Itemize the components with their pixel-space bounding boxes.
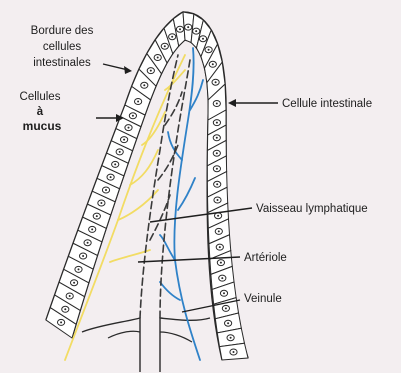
cell-nucleolus (233, 351, 235, 353)
leader-lines (96, 64, 278, 312)
cell-nucleolus (217, 215, 219, 217)
cell-nucleolus (105, 189, 107, 191)
cell-nucleolus (110, 176, 112, 178)
cell-nucleolus (87, 242, 89, 244)
cell-nucleolus (216, 103, 218, 105)
cell-nucleolus (96, 215, 98, 217)
cell-nucleolus (119, 151, 121, 153)
label-mucus-line3: mucus (23, 119, 62, 133)
core-base-flare (108, 331, 192, 342)
cell-nucleolus (218, 230, 220, 232)
arrowhead-cellule-intestinale (228, 99, 236, 107)
arrowhead-bordure (124, 66, 132, 74)
cell-nucleolus (225, 307, 227, 309)
cell-nucleolus (150, 70, 152, 72)
cell-nucleolus (227, 322, 229, 324)
label-arteriole: Artériole (244, 252, 287, 264)
label-bordure-line1: Bordure des (31, 25, 94, 37)
cell-nucleolus (221, 277, 223, 279)
cell-nucleolus (187, 26, 189, 28)
cell-nucleolus (91, 228, 93, 230)
cell-nucleolus (60, 321, 62, 323)
cell-nucleolus (73, 282, 75, 284)
label-vaisseau-lymphatique: Vaisseau lymphatique (256, 203, 368, 215)
leader-vaisseau-lymphatique (150, 208, 252, 222)
cell-nucleolus (216, 168, 218, 170)
cell-nucleolus (223, 292, 225, 294)
cell-nucleolus (230, 337, 232, 339)
cell-nucleolus (215, 81, 217, 83)
cell-nucleolus (219, 246, 221, 248)
label-bordure-line2: cellules (43, 41, 82, 53)
label-veinule: Veinule (244, 293, 282, 305)
cell-nucleolus (216, 183, 218, 185)
core-base (82, 318, 210, 372)
label-mucus-line2: à (37, 106, 44, 118)
label-bordure-line3: intestinales (33, 57, 91, 69)
cell-nucleolus (208, 49, 210, 51)
cell-nucleolus (143, 84, 145, 86)
cell-nucleolus (100, 202, 102, 204)
cell-nucleolus (78, 268, 80, 270)
cell-nucleolus (179, 28, 181, 30)
cell-nucleolus (220, 262, 222, 264)
cell-nucleolus (212, 63, 214, 65)
cell-nucleolus (157, 57, 159, 59)
cell-nucleolus (82, 255, 84, 257)
cell-nucleolus (114, 163, 116, 165)
cell-nucleolus (64, 308, 66, 310)
cell-nucleolus (164, 45, 166, 47)
label-mucus-line1: Cellules (20, 91, 61, 103)
cell-nucleolus (195, 30, 197, 32)
cell-nucleolus (132, 115, 134, 117)
label-cellule-intestinale: Cellule intestinale (282, 98, 372, 110)
cell-nucleolus (216, 122, 218, 124)
cell-nucleolus (69, 295, 71, 297)
cell-nucleolus (217, 199, 219, 201)
cell-nucleolus (128, 127, 130, 129)
cell-nucleolus (171, 36, 173, 38)
cell-nucleolus (216, 152, 218, 154)
veinule-branch (160, 80, 203, 300)
cell-nucleolus (137, 101, 139, 103)
cell-nucleolus (216, 137, 218, 139)
cell-nucleolus (202, 38, 204, 40)
cell-nucleolus (123, 139, 125, 141)
veinule-main (174, 48, 200, 360)
